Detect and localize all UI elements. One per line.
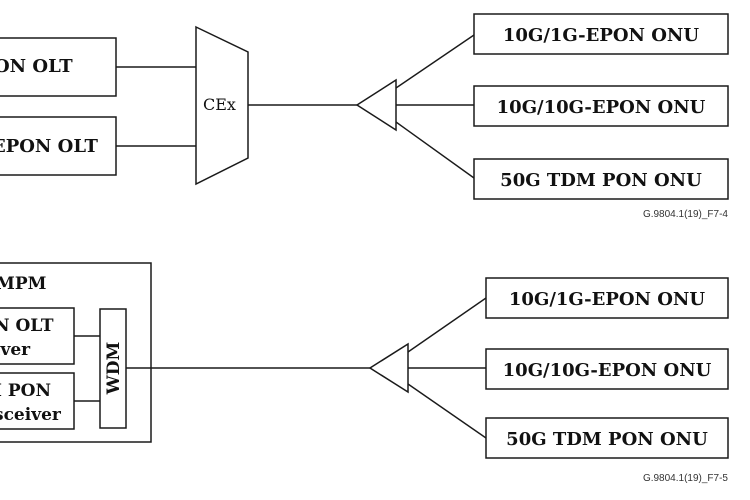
wdm-label: WDM (104, 341, 124, 395)
top-figure: ON OLT EPON OLT CEx 10G/1G-EPON ONU 10G/… (0, 13, 729, 220)
bottom-branch-3 (407, 383, 487, 439)
cex-label: CEx (203, 95, 236, 114)
mpm-label: MPM (0, 274, 47, 294)
bottom-pon-label-line1: I PON (0, 381, 51, 401)
bottom-figure-ref: G.9804.1(19)_F7-5 (643, 473, 728, 484)
cex-trapezoid (195, 25, 249, 186)
bottom-onu-label-2: 10G/10G-EPON ONU (503, 360, 712, 381)
top-onu-box-2 (473, 85, 729, 127)
bottom-olt-label-line2: iver (0, 340, 31, 360)
top-branch-1 (395, 34, 475, 89)
bottom-onu-box-1 (485, 277, 729, 319)
top-onu-label-3: 50G TDM PON ONU (500, 170, 702, 191)
top-onu-box-1 (473, 13, 729, 55)
bottom-onu-label-3: 50G TDM PON ONU (506, 429, 708, 450)
bottom-onu-label-1: 10G/1G-EPON ONU (509, 289, 705, 310)
wdm-box (99, 308, 127, 429)
top-olt-box-2 (0, 116, 117, 176)
top-splitter (355, 78, 397, 132)
bottom-onu-box-2 (485, 348, 729, 390)
bottom-splitter (368, 342, 409, 394)
bottom-branch-1 (407, 297, 487, 353)
top-olt-label-1: ON OLT (0, 56, 73, 77)
bottom-olt-label-line1: N OLT (0, 316, 54, 336)
top-figure-ref: G.9804.1(19)_F7-4 (643, 209, 728, 220)
top-olt-label-2: EPON OLT (0, 136, 99, 157)
bottom-onu-box-3 (485, 417, 729, 459)
top-onu-box-3 (473, 158, 729, 200)
bottom-figure: MPM N OLT iver I PON sceiver WDM 10G/1G-… (0, 262, 729, 484)
top-onu-label-2: 10G/10G-EPON ONU (497, 97, 706, 118)
bottom-pon-label-line2: sceiver (0, 405, 62, 425)
top-branch-3 (395, 121, 475, 179)
top-onu-label-1: 10G/1G-EPON ONU (503, 25, 699, 46)
